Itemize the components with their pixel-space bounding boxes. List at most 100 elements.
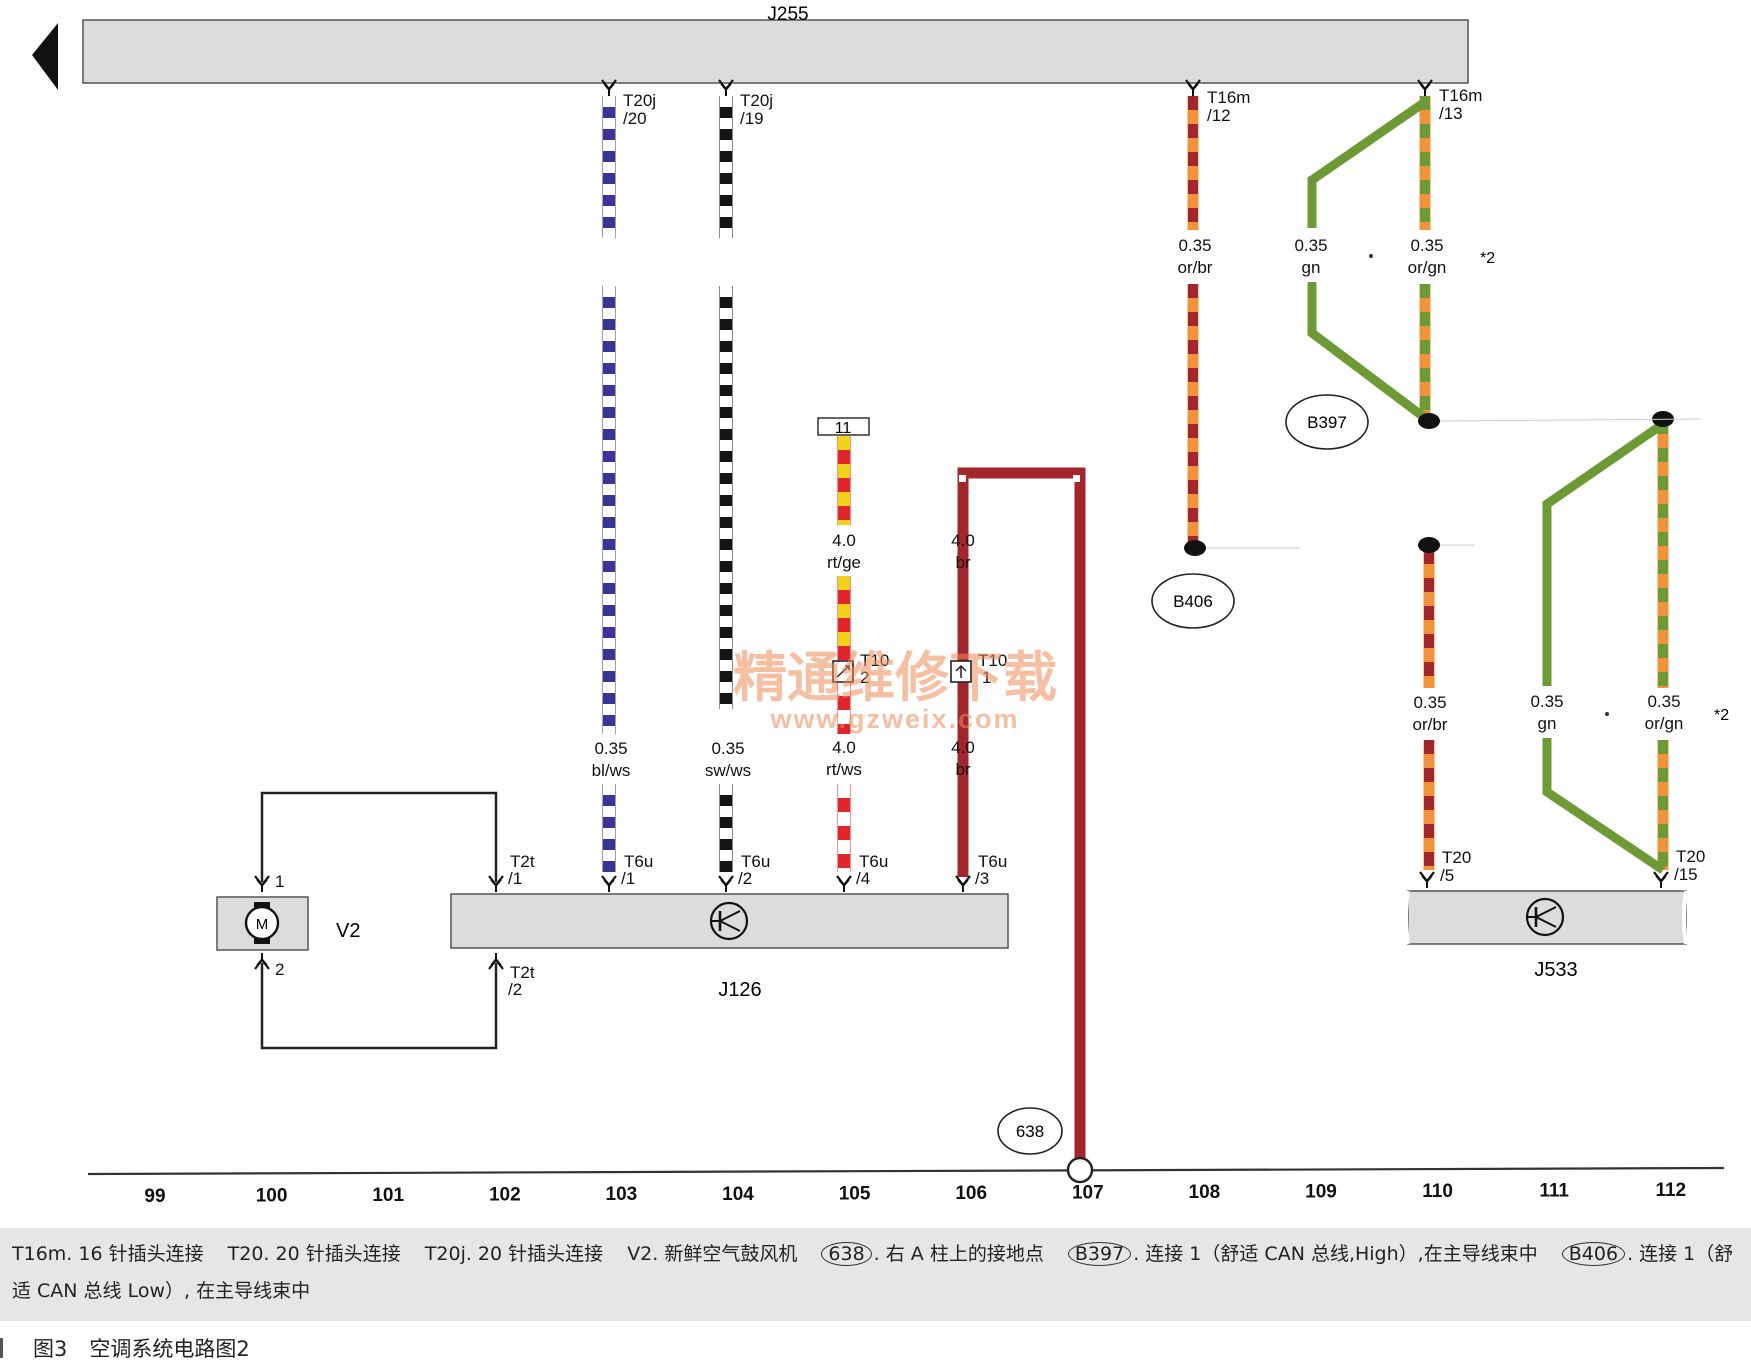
w112-color: or/gn [1645, 714, 1684, 733]
legend-t16m: T16m. 16 针插头连接 [12, 1243, 204, 1265]
t2t-1-a: T2t [510, 852, 535, 871]
j533-cut-edges [1404, 890, 1688, 945]
t20-5-b: /5 [1440, 866, 1454, 885]
wire-111-loop-bot [1542, 738, 1666, 874]
wire-111-loop-top [1542, 420, 1666, 686]
w106-bot-gauge: 4.0 [951, 738, 975, 757]
t16m-12-b: /12 [1207, 106, 1231, 125]
t20j-19-a: T20j [740, 91, 773, 110]
t10-2-b: 2 [860, 668, 869, 687]
t6u-4-a: T6u [859, 852, 888, 871]
w110-bot-gauge: 0.35 [1413, 693, 1446, 712]
ruler-number: 112 [1655, 1180, 1686, 1201]
ruler-number: 101 [372, 1185, 404, 1206]
fuse-box [817, 417, 870, 436]
b406-circle [1151, 573, 1235, 629]
footnote-mark-top: *2 [1480, 250, 1495, 267]
t6u-3-a: T6u [978, 852, 1007, 871]
v2-pin-1: 1 [275, 872, 284, 891]
b397-circle [1285, 394, 1369, 450]
ruler-number: 107 [1072, 1182, 1104, 1203]
w104-gauge: 0.35 [711, 739, 744, 758]
w106-bot-color: br [955, 760, 970, 779]
w105-bot-gauge: 4.0 [832, 738, 856, 757]
w104-color: sw/ws [705, 761, 751, 780]
j533-label: J533 [1534, 959, 1577, 981]
t16m-12-a: T16m [1207, 88, 1250, 107]
legend-b406-text: . 连接 1（舒适 CAN 总线 Low）, 在主导线束中 [12, 1243, 1734, 1302]
b397-label: B397 [1307, 413, 1347, 432]
ruler-number: 108 [1189, 1182, 1221, 1203]
ruler-number: 110 [1422, 1181, 1453, 1202]
t20j-20-b: /20 [623, 109, 647, 128]
v2-top-loop [260, 791, 498, 882]
w106-top-gauge: 4.0 [951, 531, 975, 550]
j533-transistor-icon [1525, 897, 1565, 937]
w110-top-color: or/gn [1408, 258, 1447, 277]
wire-labels: 0.35 bl/ws 0.35 sw/ws 4.0 rt/ge 4.0 rt/w… [592, 236, 1684, 780]
legend-b406-num: B406 [1561, 1242, 1626, 1266]
ruler-number: 103 [606, 1184, 638, 1205]
b406-splice-dot [1184, 540, 1206, 556]
legend-b397: B397. 连接 1（舒适 CAN 总线,High）,在主导线束中 [1067, 1242, 1538, 1266]
dot-mark-top [1369, 254, 1373, 258]
t2t-1-b: /1 [508, 869, 522, 888]
j255-unit [82, 19, 1469, 84]
t2t-2-b: /2 [508, 980, 522, 999]
ruler-number: 104 [722, 1184, 754, 1205]
t10-up-arrow-icon [955, 664, 967, 678]
wires-layer [602, 96, 1669, 874]
g638-label: 638 [1016, 1122, 1044, 1141]
legend-b406: B406. 连接 1（舒适 CAN 总线 Low）, 在主导线束中 [12, 1242, 1734, 1302]
v2-label: V2 [336, 920, 360, 942]
g638-circle [997, 1107, 1063, 1155]
w111-gauge: 0.35 [1530, 692, 1563, 711]
legend-t20j: T20j. 20 针插头连接 [424, 1243, 604, 1265]
ground-rail [87, 1166, 1725, 1176]
ruler-number: 99 [144, 1186, 165, 1207]
caption-bar [0, 1338, 3, 1358]
wire-109-loop-bot [1307, 282, 1428, 422]
legend-t20: T20. 20 针插头连接 [227, 1243, 401, 1265]
t20j-19-b: /19 [740, 109, 764, 128]
v2-pin-2: 2 [275, 960, 284, 979]
t6u-2-b: /2 [738, 869, 752, 888]
motor-icon [244, 902, 280, 944]
b406-label: B406 [1173, 592, 1213, 611]
t6u-2-a: T6u [741, 852, 770, 871]
ruler-number: 111 [1539, 1181, 1569, 1202]
w103-gauge: 0.35 [594, 739, 627, 758]
t20j-20-a: T20j [623, 91, 656, 110]
w108-color: or/br [1178, 258, 1213, 277]
t2t-2-a: T2t [510, 963, 535, 982]
legend-638-text: . 右 A 柱上的接地点 [873, 1243, 1044, 1265]
t20-15-b: /15 [1674, 865, 1698, 884]
t10-1-a: T10 [978, 651, 1007, 670]
wire-109-loop-top [1307, 98, 1428, 228]
w109-gauge: 0.35 [1294, 236, 1327, 255]
watermark-line2: www.gzweix.com [769, 704, 1019, 734]
ruler-number: 105 [839, 1183, 871, 1204]
w106-top-color: br [955, 553, 970, 572]
w105-top-color: rt/ge [827, 553, 861, 572]
j126-label: J126 [718, 979, 761, 1001]
connector-labels: T20j /20 T20j /19 T16m /12 T16m /13 T6u … [275, 86, 1705, 999]
w105-top-gauge: 4.0 [832, 531, 856, 550]
left-arrow-icon [32, 23, 58, 90]
t6u-1-a: T6u [624, 852, 653, 871]
w112-gauge: 0.35 [1647, 692, 1680, 711]
t10-arrow-icon [836, 665, 850, 678]
t6u-1-b: /1 [621, 869, 635, 888]
fuse-label: 11 [835, 420, 852, 437]
j255-label: J255 [767, 4, 808, 25]
legend-b397-num: B397 [1067, 1242, 1132, 1266]
ruler-number: 102 [489, 1185, 521, 1206]
ground-point-107 [1066, 1156, 1094, 1184]
t16m-13-b: /13 [1439, 104, 1463, 123]
figure-caption: 图3 空调系统电路图2 [0, 1334, 250, 1362]
ruler-number: 100 [256, 1186, 288, 1207]
w111-color: gn [1538, 714, 1557, 733]
caption-fig: 图3 [33, 1337, 68, 1361]
ruler-number: 106 [955, 1183, 987, 1204]
v2-bottom-loop [260, 963, 498, 1050]
